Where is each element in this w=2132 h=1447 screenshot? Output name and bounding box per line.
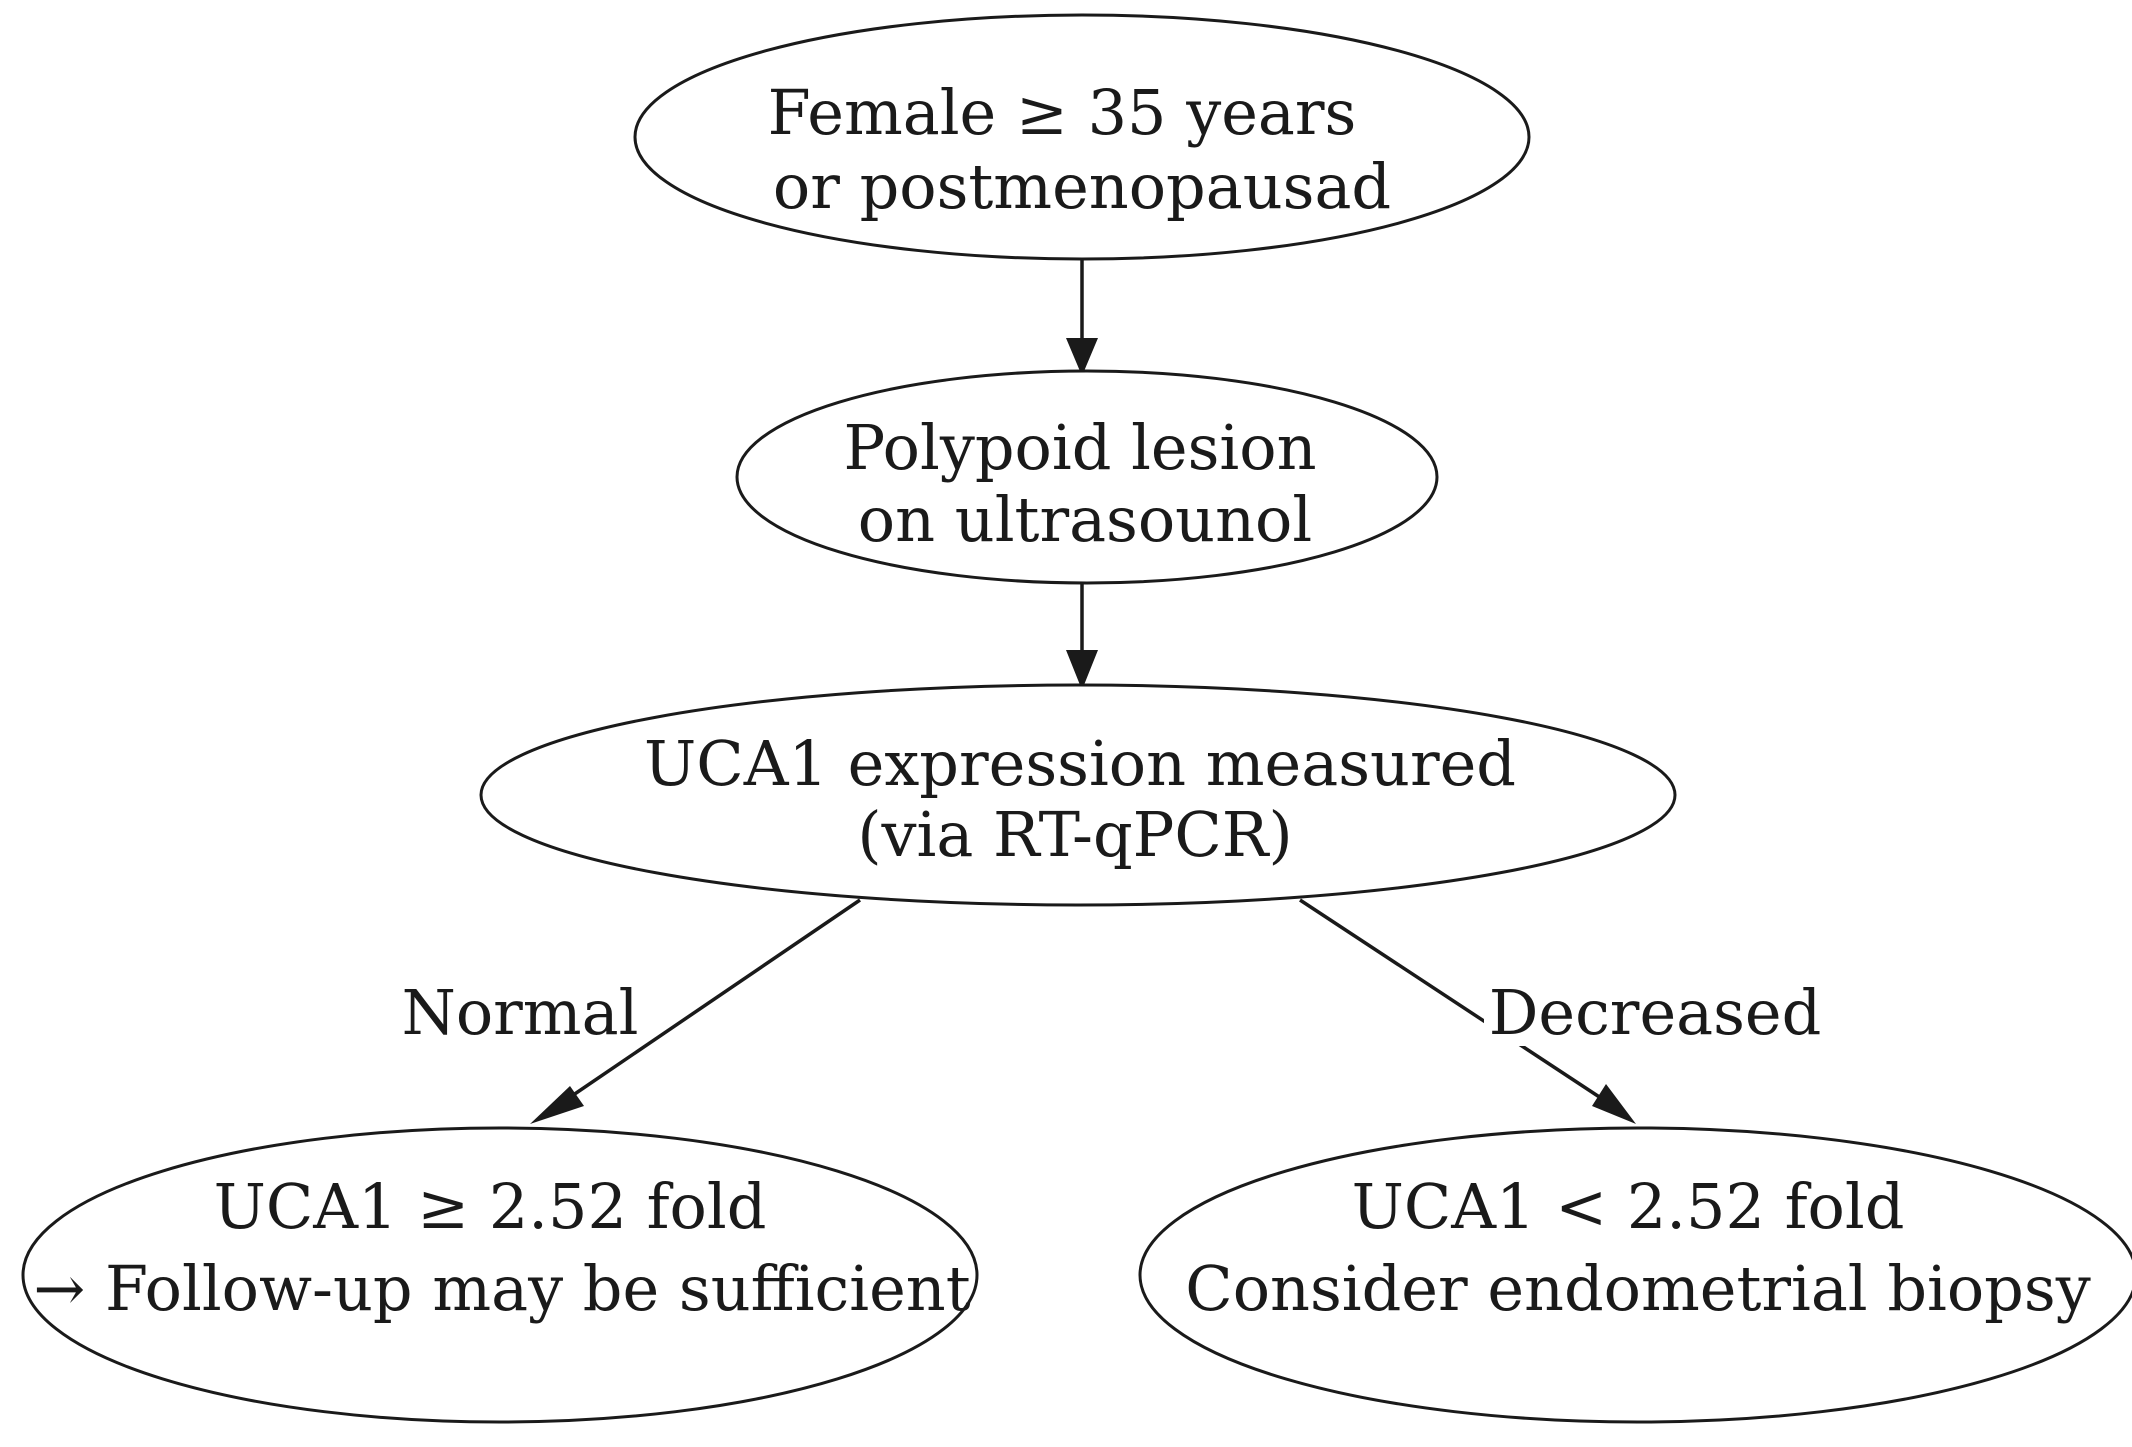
node-uca1-expression-measured: UCA1 expression measured (via RT-qPCR) [479, 683, 1677, 907]
node-polypoid-line1: Polypoid lesion [843, 411, 1316, 484]
node-polypoid-lesion: Polypoid lesion on ultrasounol [735, 369, 1439, 585]
edge-female-to-polypoid [1066, 258, 1098, 376]
node-female-line2: or postmenopausad [773, 150, 1391, 223]
node-female-postmenopausal: Female ≥ 35 years or postmenopausad [633, 13, 1531, 261]
edge-label-normal: Normal [402, 976, 639, 1049]
node-uca1-low-line1: UCA1 < 2.52 fold [1352, 1170, 1905, 1243]
node-female-line1: Female ≥ 35 years [768, 76, 1357, 149]
node-uca1-measured-line1: UCA1 expression measured [644, 727, 1516, 800]
edge-uca1-measured-to-high [530, 898, 861, 1124]
node-uca1-high-line2: → Follow-up may be sufficient [33, 1252, 970, 1325]
edge-polypoid-to-uca1-measured [1066, 582, 1098, 690]
edge-uca1-measured-to-low [1299, 898, 1636, 1124]
node-uca1-measured-line2: (via RT-qPCR) [857, 798, 1292, 871]
node-uca1-high-line1: UCA1 ≥ 2.52 fold [214, 1170, 767, 1243]
node-uca1-high: UCA1 ≥ 2.52 fold → Follow-up may be suff… [21, 1126, 979, 1424]
node-polypoid-line2: on ultrasounol [858, 483, 1312, 556]
node-uca1-low-line2: Consider endometrial biopsy [1185, 1252, 2090, 1325]
edge-label-decreased-background [1484, 982, 1812, 1046]
node-uca1-low: UCA1 < 2.52 fold Consider endometrial bi… [1138, 1126, 2132, 1424]
edge-label-decreased: Decreased [1489, 976, 1822, 1049]
